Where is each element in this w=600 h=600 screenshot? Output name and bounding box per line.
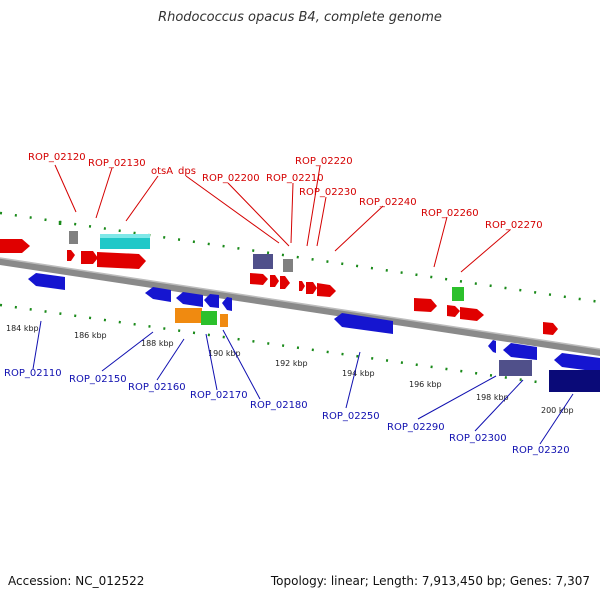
kbp-scale: 184 kbp 186 kbp 188 kbp 190 kbp 192 kbp …	[6, 324, 574, 415]
label-rop-02320: ROP_02320	[512, 445, 570, 456]
gene-rop-02260	[452, 287, 464, 301]
kbp-label: 190 kbp	[208, 349, 241, 358]
label-rop-02170: ROP_02170	[190, 390, 248, 401]
gene-rop-02200	[253, 254, 273, 269]
label-rop-02290: ROP_02290	[387, 422, 445, 433]
kbp-label: 198 kbp	[476, 393, 509, 402]
kbp-label: 194 kbp	[342, 369, 375, 378]
gene-rop-02300	[499, 360, 532, 376]
lower-genes	[175, 308, 600, 392]
gene-rop-02170	[201, 311, 217, 325]
genome-stats-text: Topology: linear; Length: 7,913,450 bp; …	[270, 574, 590, 588]
kbp-label: 184 kbp	[6, 324, 39, 333]
label-rop-02160: ROP_02160	[128, 382, 186, 393]
forward-genes-upper	[69, 231, 464, 301]
forward-genes	[0, 239, 558, 335]
kbp-label: 186 kbp	[74, 331, 107, 340]
label-rop-02180: ROP_02180	[250, 400, 308, 411]
label-rop-02200: ROP_02200	[202, 173, 260, 184]
accession-text: Accession: NC_012522	[8, 574, 145, 588]
label-rop-02230: ROP_02230	[299, 187, 357, 198]
label-rop-02110: ROP_02110	[4, 368, 62, 379]
label-rop-02240: ROP_02240	[359, 197, 417, 208]
kbp-label: 200 kbp	[541, 406, 574, 415]
gene-labels-top: ROP_02120 ROP_02130 otsA dps ROP_02200 R…	[28, 152, 543, 273]
label-rop-02220: ROP_02220	[295, 156, 353, 167]
label-rop-02250: ROP_02250	[322, 411, 380, 422]
genome-backbone	[0, 257, 600, 356]
label-rop-02130: ROP_02130	[88, 158, 146, 169]
label-otsa: otsA	[151, 166, 173, 177]
genome-title: Rhodococcus opacus B4, complete genome	[158, 10, 442, 25]
gene-rop-02180	[220, 314, 228, 327]
label-rop-02270: ROP_02270	[485, 220, 543, 231]
gene-labels-bottom: ROP_02110 ROP_02150 ROP_02160 ROP_02170 …	[4, 320, 574, 456]
gene-rop-02210	[283, 259, 293, 272]
gene-rop-02120	[69, 231, 78, 244]
label-rop-02300: ROP_02300	[449, 433, 507, 444]
kbp-label: 196 kbp	[409, 380, 442, 389]
track-guides	[0, 211, 600, 393]
label-rop-02150: ROP_02150	[69, 374, 127, 385]
kbp-label: 188 kbp	[141, 339, 174, 348]
label-rop-02120: ROP_02120	[28, 152, 86, 163]
label-rop-02260: ROP_02260	[421, 208, 479, 219]
reverse-genes	[28, 273, 600, 372]
gene-rop-02160	[175, 308, 202, 323]
label-dps: dps	[178, 166, 196, 177]
kbp-label: 192 kbp	[275, 359, 308, 368]
label-rop-02210: ROP_02210	[266, 173, 324, 184]
gene-rop-02320	[549, 370, 600, 392]
